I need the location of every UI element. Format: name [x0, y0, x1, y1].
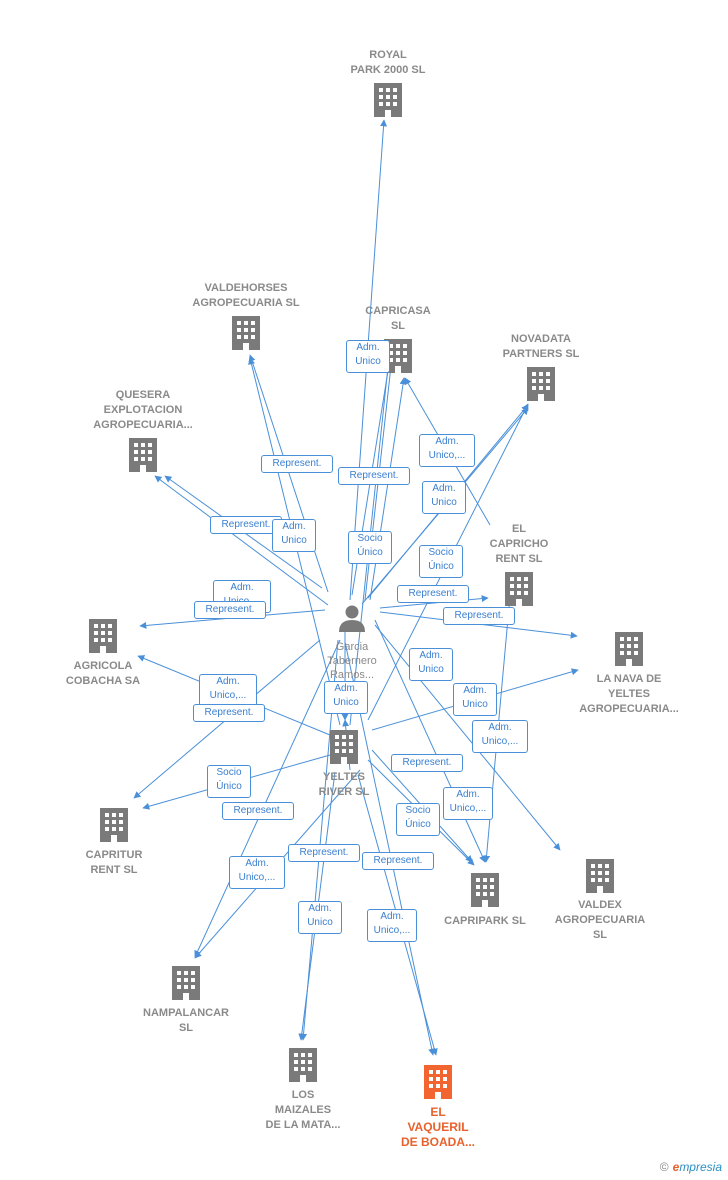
relation-label: Adm. Unico,... — [472, 720, 528, 753]
company-label[interactable]: QUESERA EXPLOTACION AGROPECUARIA... — [93, 389, 193, 431]
person-label[interactable]: Garcia Tabernero Ramos... — [327, 641, 377, 681]
edge-line — [374, 619, 486, 863]
relation-label: Represent. — [288, 844, 360, 862]
relation-label: Adm. Unico — [409, 648, 453, 681]
company-building-icon[interactable] — [172, 966, 200, 1000]
company-label[interactable]: ROYAL PARK 2000 SL — [350, 49, 426, 76]
relation-label: Adm. Unico — [346, 340, 390, 373]
relation-label: Socio Único — [419, 545, 463, 578]
relation-label: Adm. Unico,... — [443, 787, 493, 820]
relation-label: Adm. Unico,... — [229, 856, 285, 889]
relation-label: Represent. — [193, 704, 265, 722]
relation-label: Adm. Unico — [324, 681, 368, 714]
relation-label: Represent. — [362, 852, 434, 870]
relation-label: Represent. — [261, 455, 333, 473]
node-icons — [89, 83, 643, 1099]
relation-label: Socio Único — [207, 765, 251, 798]
relation-label: Adm. Unico,... — [199, 674, 257, 707]
company-label[interactable]: EL CAPRICHO RENT SL — [489, 523, 549, 565]
company-building-icon[interactable] — [289, 1048, 317, 1082]
relation-label: Adm. Unico — [298, 901, 342, 934]
relation-label: Represent. — [397, 585, 469, 603]
relation-label: Represent. — [391, 754, 463, 772]
edge-line — [374, 624, 561, 851]
brand-letter: e — [672, 1160, 680, 1174]
company-building-icon[interactable] — [89, 619, 117, 653]
company-building-icon[interactable] — [330, 730, 358, 764]
edge-line — [379, 595, 489, 609]
edge-line — [154, 475, 329, 606]
company-building-icon[interactable] — [374, 83, 402, 117]
company-building-icon[interactable] — [615, 632, 643, 666]
company-label[interactable]: YELTES RIVER SL — [318, 771, 370, 798]
empresia-logo[interactable]: ©empresia — [660, 1160, 722, 1174]
company-label[interactable]: NAMPALANCAR SL — [143, 1007, 229, 1034]
company-building-icon[interactable] — [100, 808, 128, 842]
company-label[interactable]: NOVADATA PARTNERS SL — [502, 333, 580, 360]
person-icon[interactable] — [339, 605, 365, 633]
company-label[interactable]: CAPRITUR RENT SL — [85, 849, 143, 876]
company-building-icon[interactable] — [527, 367, 555, 401]
company-building-icon[interactable] — [471, 873, 499, 907]
company-building-icon[interactable] — [129, 438, 157, 472]
relation-label: Socio Único — [348, 531, 392, 564]
relation-label: Adm. Unico — [422, 481, 466, 514]
relation-label: Represent. — [222, 802, 294, 820]
copyright-symbol: © — [659, 1160, 669, 1174]
company-building-icon[interactable] — [586, 859, 614, 893]
company-label[interactable]: CAPRIPARK SL — [444, 915, 526, 927]
company-label[interactable]: VALDEHORSES AGROPECUARIA SL — [192, 282, 300, 309]
relation-label: Represent. — [194, 601, 266, 619]
company-label[interactable]: CAPRICASA SL — [365, 305, 431, 332]
relation-label: Socio Único — [396, 803, 440, 836]
focus-company-building-icon[interactable] — [424, 1065, 452, 1099]
company-building-icon[interactable] — [505, 572, 533, 606]
edge-line — [248, 354, 329, 593]
relation-label: Adm. Unico,... — [367, 909, 417, 942]
relation-label: Represent. — [443, 607, 515, 625]
company-label[interactable]: EL VAQUERIL DE BOADA... — [400, 1105, 475, 1149]
company-label[interactable]: AGRICOLA COBACHA SA — [65, 660, 141, 687]
relation-label: Adm. Unico — [272, 519, 316, 552]
relation-label: Adm. Unico,... — [419, 434, 475, 467]
company-label[interactable]: LA NAVA DE YELTES AGROPECUARIA... — [579, 673, 679, 715]
company-label[interactable]: VALDEX AGROPECUARIA SL — [554, 899, 646, 941]
relation-label: Adm. Unico — [453, 683, 497, 716]
relation-label: Represent. — [338, 467, 410, 485]
company-label[interactable]: LOS MAIZALES DE LA MATA... — [265, 1089, 341, 1131]
company-building-icon[interactable] — [232, 316, 260, 350]
brand-name: mpresia — [679, 1160, 722, 1174]
edge-line — [194, 639, 341, 958]
